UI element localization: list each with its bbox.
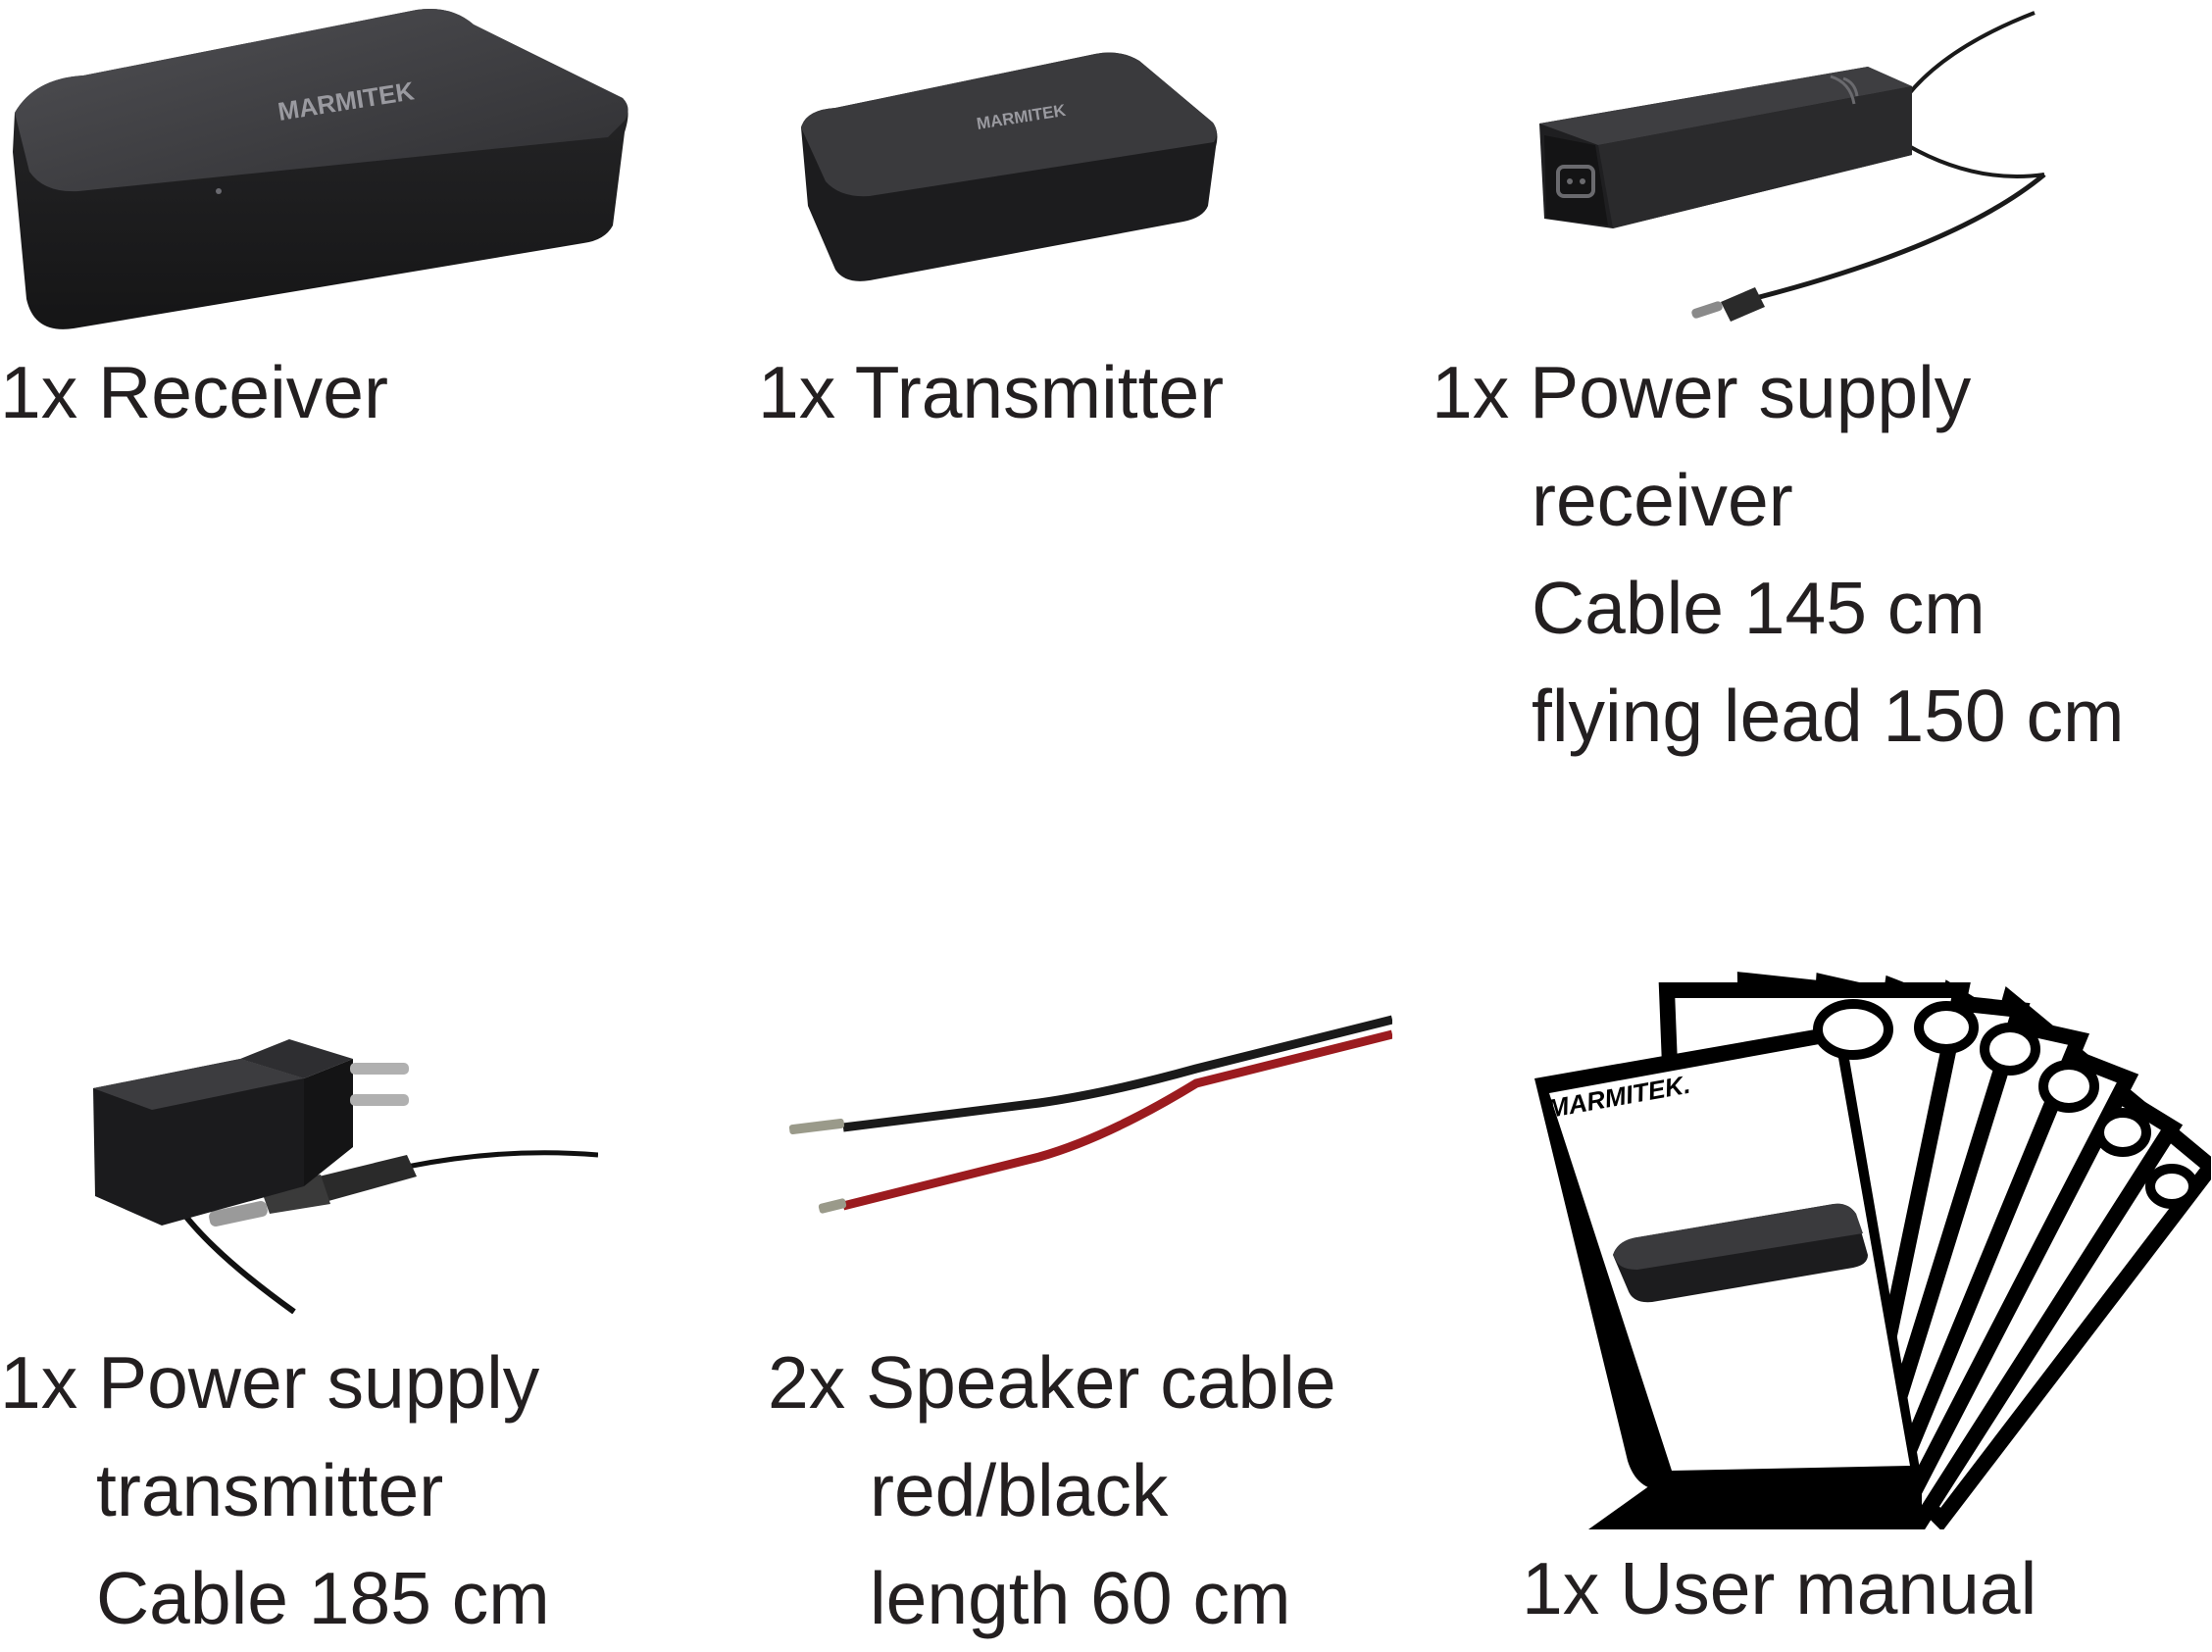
caption-transmitter: 1x Transmitter [758, 351, 1225, 433]
laptop-power-adapter-icon [1534, 8, 2054, 331]
caption-receiver: 1x Receiver [0, 351, 388, 433]
speaker-cable-icon [784, 1010, 1392, 1226]
caption-psu-transmitter: 1x Power supply transmitter Cable 185 cm [0, 1341, 550, 1639]
receiver-device-icon: MARMITEK [5, 5, 632, 338]
caption-psu-receiver: 1x Power supply receiver Cable 145 cm fl… [1432, 351, 2125, 757]
caption-speaker-cable: 2x Speaker cable red/black length 60 cm [768, 1341, 1336, 1639]
transmitter-device-icon: MARMITEK [796, 49, 1220, 284]
caption-user-manual: 1x User manual [1522, 1547, 2037, 1629]
wall-plug-adapter-icon [93, 1039, 598, 1314]
user-manual-icon: MARMITEK. [1530, 971, 2211, 1529]
